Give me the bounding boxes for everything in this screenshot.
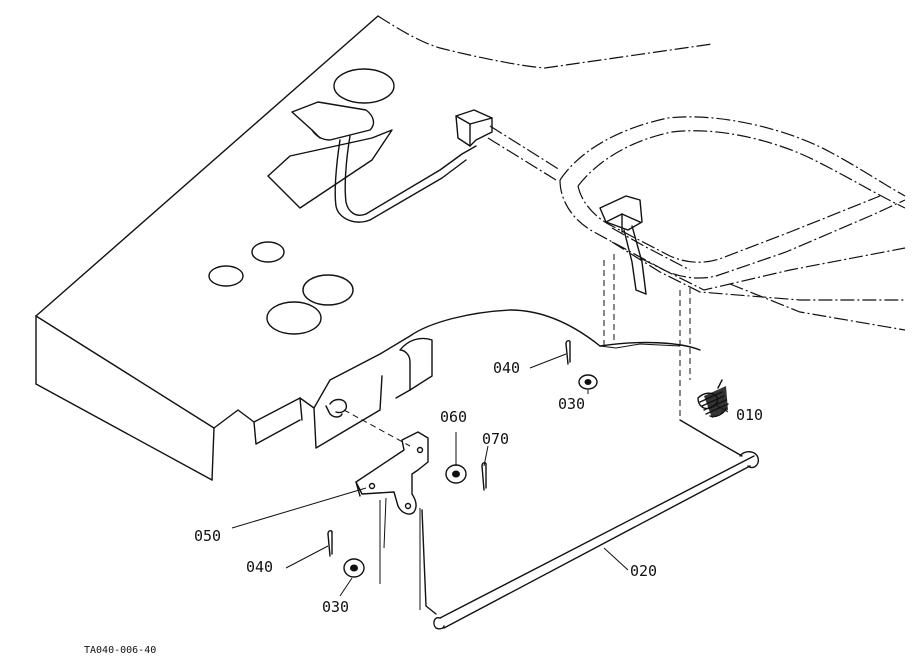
washer-030-upper <box>578 374 598 390</box>
callout-060: 060 <box>440 408 468 426</box>
figure-code: TA040-006-40 <box>84 645 157 656</box>
cotter-pin-070 <box>481 462 487 491</box>
callout-040-lower: 040 <box>246 558 274 576</box>
spring-010 <box>697 379 729 418</box>
washer-030-lower <box>343 558 365 578</box>
callout-030-lower: 030 <box>322 598 350 616</box>
rod-020 <box>421 419 760 630</box>
callout-050: 050 <box>194 527 222 545</box>
callout-030-upper: 030 <box>558 395 586 413</box>
callout-070: 070 <box>482 430 510 448</box>
callout-020: 020 <box>630 562 658 580</box>
floor-panel <box>35 15 713 481</box>
callout-010: 010 <box>736 406 764 424</box>
callout-040-upper: 040 <box>493 359 521 377</box>
leader-lines <box>231 353 729 597</box>
seat-frame <box>559 116 906 420</box>
link-rod <box>379 341 701 610</box>
pedal-assembly <box>267 101 561 223</box>
floor-holes <box>208 68 395 335</box>
bracket-050 <box>325 398 429 549</box>
cotter-pin-040-lower <box>327 530 333 557</box>
washer-060 <box>445 464 467 484</box>
cotter-pin-040-upper <box>565 340 571 365</box>
